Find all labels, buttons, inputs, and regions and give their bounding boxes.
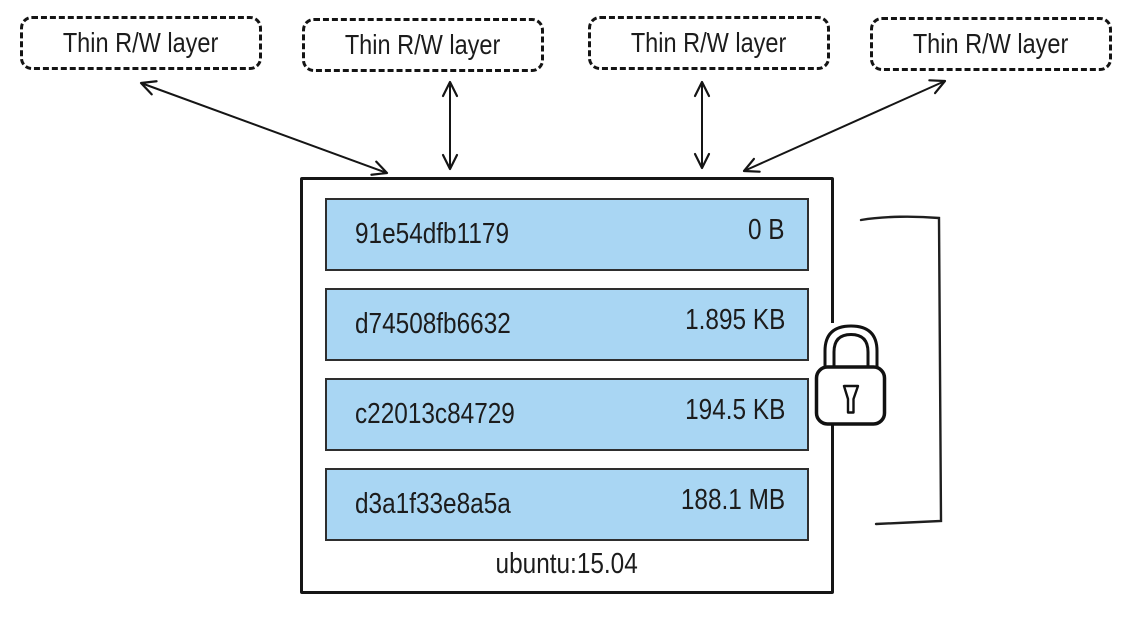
layer-size: 188.1 MB <box>680 484 785 516</box>
image-tag: ubuntu:15.04 <box>303 541 831 591</box>
thin-rw-layer-label: Thin R/W layer <box>631 27 787 58</box>
image-layer-row: d74508fb6632 1.895 KB <box>325 288 809 361</box>
layer-id: d74508fb6632 <box>355 308 511 340</box>
layer-id: d3a1f33e8a5a <box>355 488 511 520</box>
image-container-box: 91e54dfb1179 0 B d74508fb6632 1.895 KB c… <box>300 177 834 594</box>
thin-rw-layer-box: Thin R/W layer <box>588 16 830 70</box>
image-layer-row: c22013c84729 194.5 KB <box>325 378 809 451</box>
layer-size: 194.5 KB <box>684 394 785 426</box>
thin-rw-layer-box: Thin R/W layer <box>20 16 262 70</box>
bidirectional-arrow <box>742 79 947 173</box>
layer-size: 0 B <box>748 214 785 246</box>
layers-scope-bracket <box>859 215 943 526</box>
thin-rw-layer-box: Thin R/W layer <box>870 17 1112 71</box>
bidirectional-arrows <box>139 79 947 176</box>
bidirectional-arrow <box>139 80 389 176</box>
thin-rw-layer-label: Thin R/W layer <box>913 28 1069 59</box>
thin-rw-layer-label: Thin R/W layer <box>345 29 501 60</box>
image-tag-label: ubuntu:15.04 <box>495 547 639 580</box>
lock-keyhole <box>842 384 860 414</box>
thin-rw-layer-label: Thin R/W layer <box>63 27 219 58</box>
image-layers-list: 91e54dfb1179 0 B d74508fb6632 1.895 KB c… <box>303 180 831 541</box>
image-layer-row: d3a1f33e8a5a 188.1 MB <box>325 468 809 541</box>
thin-rw-layer-box: Thin R/W layer <box>302 18 544 72</box>
image-layer-row: 91e54dfb1179 0 B <box>325 198 809 271</box>
layer-id: c22013c84729 <box>355 398 515 430</box>
layer-size: 1.895 KB <box>684 304 785 336</box>
layer-id: 91e54dfb1179 <box>355 218 509 250</box>
